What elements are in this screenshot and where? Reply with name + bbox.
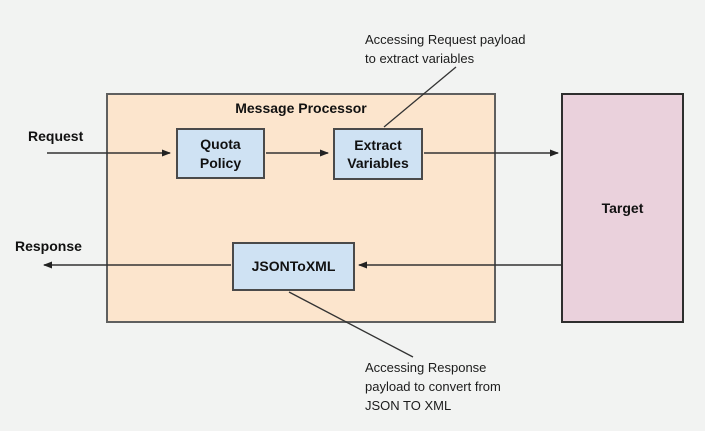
annotation-request-payload-line1: Accessing Request payload	[365, 32, 526, 47]
annotation-response-payload-line3: JSON TO XML	[365, 397, 452, 413]
jsontoxml-node: JSONToXML	[232, 242, 355, 291]
quota-policy-label-line2: Policy	[199, 154, 242, 171]
annotation-response-payload-line2: payload to convert from	[365, 378, 501, 394]
message-processor-title: Message Processor	[235, 100, 367, 116]
extract-variables-label-line2: Variables	[347, 155, 409, 171]
quota-policy-label-line1: Quota	[200, 136, 241, 153]
jsontoxml-label: JSONToXML	[251, 258, 336, 275]
request-label: Request	[28, 128, 84, 144]
response-label: Response	[15, 238, 82, 254]
annotation-response-payload: Accessing Response payload to convert fr…	[365, 359, 501, 416]
annotation-response-payload-line1: Accessing Response	[365, 360, 487, 375]
annotation-request-payload: Accessing Request payload to extract var…	[365, 31, 525, 69]
extract-variables-label-line1: Extract	[354, 136, 402, 153]
extract-variables-node: Extract Variables	[333, 128, 423, 180]
quota-policy-node: Quota Policy	[176, 128, 265, 179]
target-label: Target	[601, 200, 644, 216]
target-node: Target	[561, 93, 684, 323]
annotation-request-payload-line2: to extract variables	[365, 50, 475, 66]
